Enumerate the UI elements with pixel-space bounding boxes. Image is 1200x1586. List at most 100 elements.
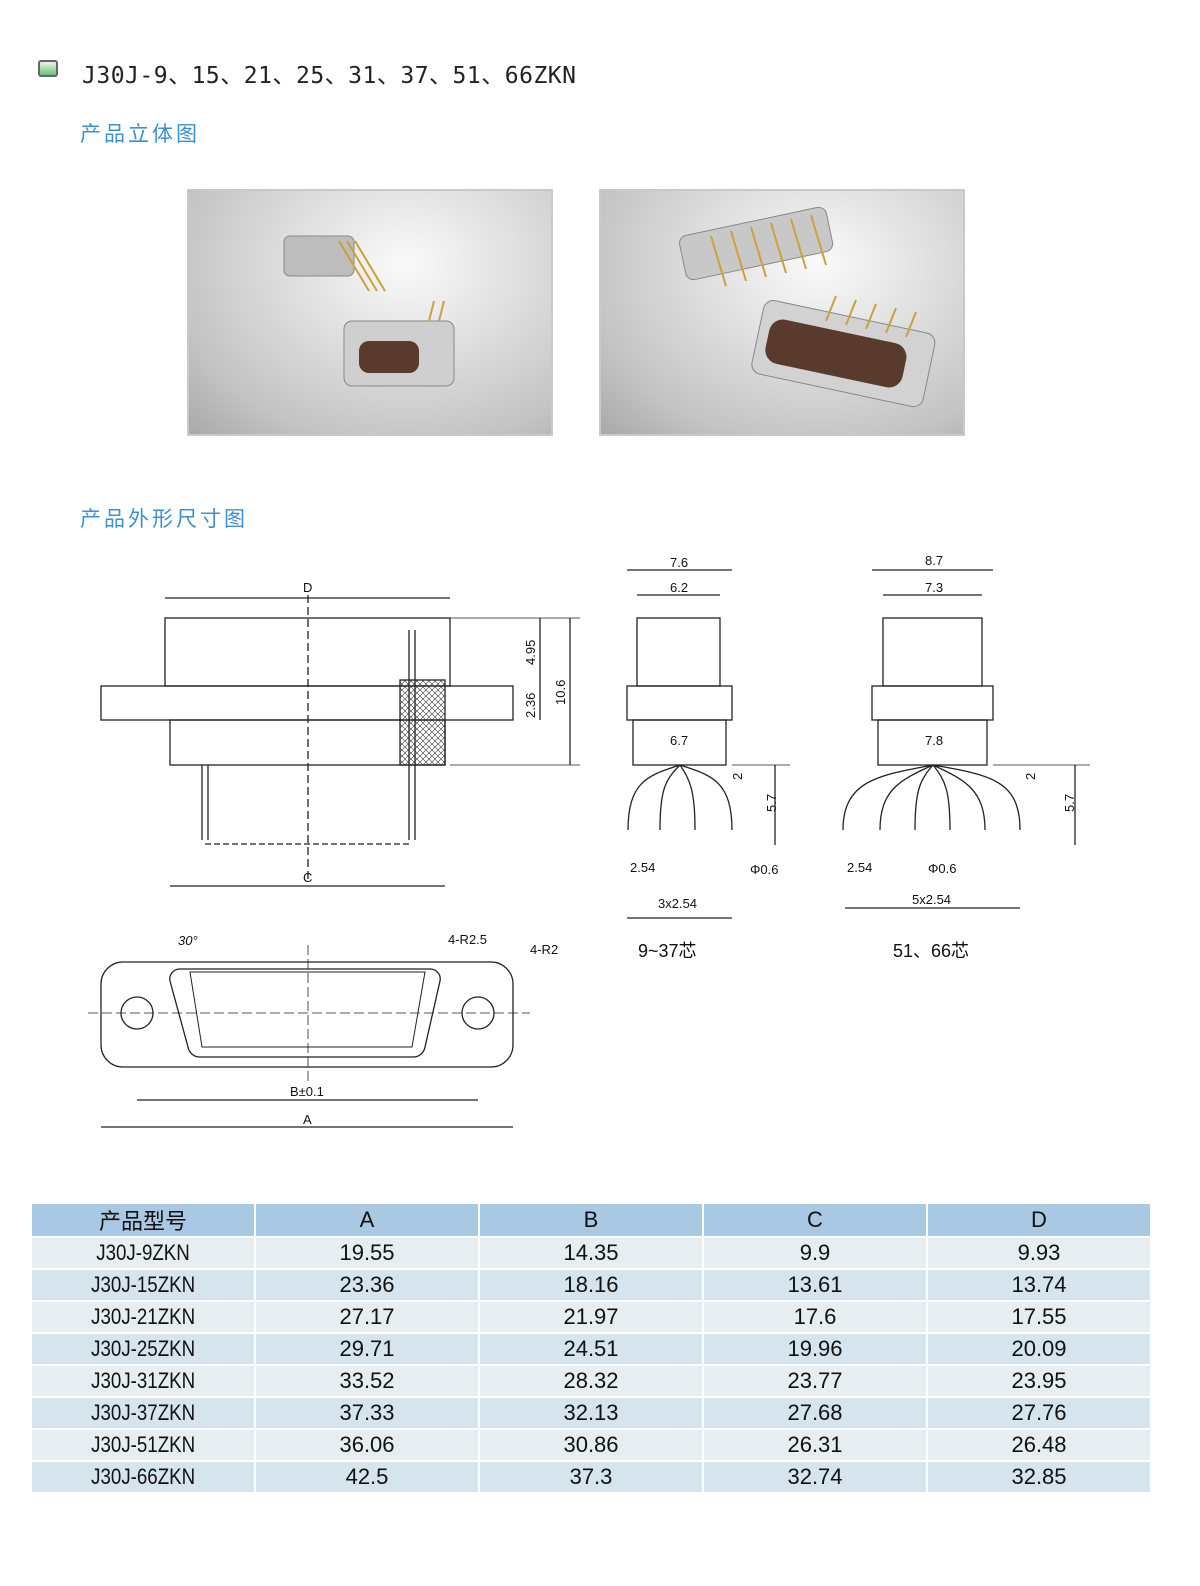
- dim-6-7: 6.7: [670, 733, 688, 748]
- cell-d: 27.76: [928, 1398, 1150, 1430]
- cell-a: 37.33: [256, 1398, 478, 1430]
- cell-model: J30J-21ZKN: [32, 1302, 254, 1334]
- cell-b: 24.51: [480, 1334, 702, 1366]
- cell-c: 26.31: [704, 1430, 926, 1462]
- cell-b: 18.16: [480, 1270, 702, 1302]
- model-label: J30J-9ZKN: [96, 1240, 190, 1265]
- dim-7-3: 7.3: [925, 580, 943, 595]
- model-label: J30J-21ZKN: [91, 1304, 195, 1329]
- col-header-model: 产品型号: [32, 1204, 254, 1238]
- cell-c: 27.68: [704, 1398, 926, 1430]
- dim-span: 5x2.54: [912, 892, 951, 907]
- dim-4-95: 4.95: [523, 640, 538, 665]
- dim-5-7: 5.7: [1062, 794, 1077, 812]
- dim-pitch: 2.54: [630, 860, 655, 875]
- connector-render: [679, 206, 936, 408]
- dim-span: 3x2.54: [658, 896, 697, 911]
- cell-b: 28.32: [480, 1366, 702, 1398]
- pin-drawing-9-37: [626, 569, 790, 919]
- dim-2-36: 2.36: [523, 693, 538, 718]
- cell-c: 32.74: [704, 1462, 926, 1494]
- model-label: J30J-66ZKN: [91, 1464, 195, 1489]
- dim-C: C: [303, 870, 312, 885]
- dim-r2: 4-R2: [530, 942, 558, 957]
- cell-a: 42.5: [256, 1462, 478, 1494]
- dim-r2-5: 4-R2.5: [448, 932, 487, 947]
- cell-model: J30J-66ZKN: [32, 1462, 254, 1494]
- dim-7-6: 7.6: [670, 555, 688, 570]
- cell-model: J30J-25ZKN: [32, 1334, 254, 1366]
- section-title-dimensions: 产品外形尺寸图: [80, 508, 248, 531]
- cell-c: 17.6: [704, 1302, 926, 1334]
- cell-d: 23.95: [928, 1366, 1150, 1398]
- cell-model: J30J-15ZKN: [32, 1270, 254, 1302]
- dim-angle: 30°: [178, 933, 198, 948]
- cell-b: 37.3: [480, 1462, 702, 1494]
- connector-render: [283, 235, 455, 387]
- dimension-drawings: D C 4.95 2.36 10.6 7.6 6.2 6.7 2 5.7 2.5…: [100, 553, 1090, 961]
- col-header-a: A: [256, 1204, 478, 1238]
- cell-b: 32.13: [480, 1398, 702, 1430]
- section-title-photos: 产品立体图: [80, 123, 200, 146]
- cell-d: 13.74: [928, 1270, 1150, 1302]
- cell-d: 17.55: [928, 1302, 1150, 1334]
- model-label: J30J-15ZKN: [91, 1272, 195, 1297]
- cell-c: 9.9: [704, 1238, 926, 1270]
- col-header-d: D: [928, 1204, 1150, 1238]
- page-title: J30J-9、15、21、25、31、37、51、66ZKN: [82, 63, 577, 89]
- cell-b: 14.35: [480, 1238, 702, 1270]
- model-label: J30J-51ZKN: [91, 1432, 195, 1457]
- model-label: J30J-37ZKN: [91, 1400, 195, 1425]
- cell-b: 30.86: [480, 1430, 702, 1462]
- col-header-c: C: [704, 1204, 926, 1238]
- cell-model: J30J-37ZKN: [32, 1398, 254, 1430]
- col-header-b: B: [480, 1204, 702, 1238]
- cell-c: 19.96: [704, 1334, 926, 1366]
- cell-c: 23.77: [704, 1366, 926, 1398]
- cell-model: J30J-31ZKN: [32, 1366, 254, 1398]
- dim-2: 2: [1023, 773, 1038, 780]
- cell-model: J30J-51ZKN: [32, 1430, 254, 1462]
- dim-B: B±0.1: [290, 1084, 324, 1099]
- cell-d: 9.93: [928, 1238, 1150, 1270]
- product-photo-large: [599, 189, 965, 436]
- dim-5-7: 5.7: [764, 794, 779, 812]
- caption-51-66: 51、66芯: [893, 941, 969, 961]
- cell-d: 32.85: [928, 1462, 1150, 1494]
- cell-a: 29.71: [256, 1334, 478, 1366]
- cell-a: 27.17: [256, 1302, 478, 1334]
- cell-a: 19.55: [256, 1238, 478, 1270]
- cell-a: 23.36: [256, 1270, 478, 1302]
- dim-D: D: [303, 580, 312, 595]
- dim-A: A: [303, 1112, 312, 1127]
- dim-10-6: 10.6: [553, 680, 568, 705]
- cell-model: J30J-9ZKN: [32, 1238, 254, 1270]
- side-view-drawing: [100, 595, 580, 887]
- dim-pitch: 2.54: [847, 860, 872, 875]
- front-view-drawing: 30° 4-R2.5 4-R2 B±0.1 A: [88, 932, 558, 1128]
- model-label: J30J-31ZKN: [91, 1368, 195, 1393]
- cell-a: 36.06: [256, 1430, 478, 1462]
- model-label: J30J-25ZKN: [91, 1336, 195, 1361]
- dim-6-2: 6.2: [670, 580, 688, 595]
- dim-8-7: 8.7: [925, 553, 943, 568]
- cell-d: 20.09: [928, 1334, 1150, 1366]
- cell-d: 26.48: [928, 1430, 1150, 1462]
- pin-drawing-51-66: [842, 569, 1090, 909]
- dim-diameter: Φ0.6: [928, 861, 956, 876]
- dim-2: 2: [730, 773, 745, 780]
- dim-7-8: 7.8: [925, 733, 943, 748]
- table-header-row: 产品型号 A B C D: [32, 1204, 1150, 1238]
- dim-diameter: Φ0.6: [750, 862, 778, 877]
- product-photo-small: [187, 189, 553, 436]
- caption-9-37: 9~37芯: [638, 941, 697, 961]
